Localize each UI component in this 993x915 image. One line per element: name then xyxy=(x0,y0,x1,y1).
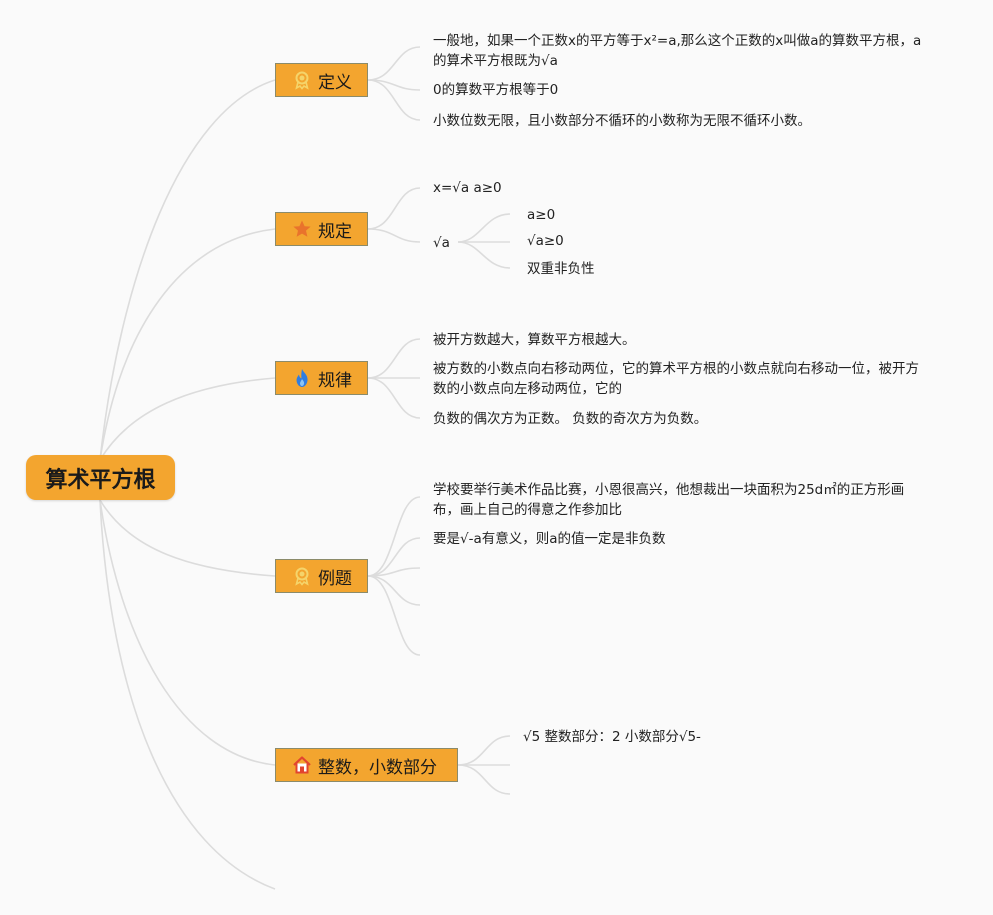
examples-item-1: 学校要举行美术作品比赛，小恩很高兴，他想裁出一块面积为25d㎡的正方形画布，画上… xyxy=(433,482,905,518)
topic-integer-decimal[interactable]: 整数，小数部分 xyxy=(275,748,458,782)
house-icon xyxy=(292,755,312,775)
rules-sqrt-child-3: 双重非负性 xyxy=(527,261,595,277)
topic-definition[interactable]: 定义 xyxy=(275,63,368,97)
rules-item-2: √a xyxy=(433,235,450,251)
root-topic[interactable]: 算术平方根 xyxy=(26,455,175,500)
examples-item-2: 要是√-a有意义，则a的值一定是非负数 xyxy=(433,531,666,547)
integer-decimal-item-1: √5 整数部分：2 小数部分√5- xyxy=(523,729,701,745)
definition-item-3: 小数位数无限，且小数部分不循环的小数称为无限不循环小数。 xyxy=(433,113,811,129)
topic-patterns[interactable]: 规律 xyxy=(275,361,368,395)
award-ribbon-icon xyxy=(292,566,312,586)
patterns-item-1: 被开方数越大，算数平方根越大。 xyxy=(433,332,636,348)
topic-rules[interactable]: 规定 xyxy=(275,212,368,246)
topic-definition-label: 定义 xyxy=(318,72,352,93)
topic-examples-label: 例题 xyxy=(318,568,352,589)
rules-item-1: x=√a a≥0 xyxy=(433,180,502,196)
definition-item-1: 一般地，如果一个正数x的平方等于x²=a,那么这个正数的x叫做a的算数平方根，a… xyxy=(433,33,922,69)
topic-patterns-label: 规律 xyxy=(318,370,352,391)
award-ribbon-icon xyxy=(292,70,312,90)
flame-icon xyxy=(292,368,312,388)
patterns-item-2: 被方数的小数点向右移动两位，它的算术平方根的小数点就向右移动一位，被开方数的小数… xyxy=(433,361,919,397)
root-topic-label: 算术平方根 xyxy=(45,467,156,493)
definition-item-2: 0的算数平方根等于0 xyxy=(433,82,559,98)
rules-sqrt-child-2: √a≥0 xyxy=(527,233,564,249)
topic-integer-decimal-label: 整数，小数部分 xyxy=(318,757,437,778)
star-icon xyxy=(292,219,312,239)
topic-examples[interactable]: 例题 xyxy=(275,559,368,593)
rules-sqrt-child-1: a≥0 xyxy=(527,207,556,223)
patterns-item-3: 负数的偶次方为正数。 负数的奇次方为负数。 xyxy=(433,411,708,427)
topic-rules-label: 规定 xyxy=(318,221,352,242)
